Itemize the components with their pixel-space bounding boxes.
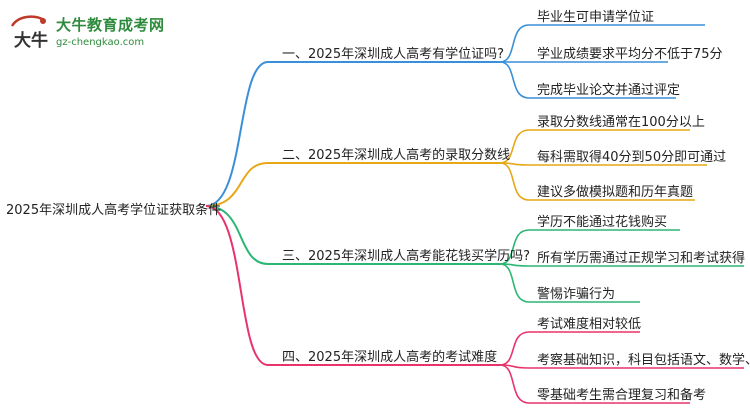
root-to-branch-connector [205, 205, 269, 265]
branch-label: 一、2025年深圳成人高考有学位证吗? [282, 47, 504, 62]
branch-to-leaf-connector [499, 24, 530, 63]
leaf-label: 毕业生可申请学位证 [537, 10, 655, 25]
root-to-branch-connector [205, 61, 269, 207]
leaf-label: 学业成绩要求平均分不低于75分 [537, 47, 723, 62]
root-to-branch-connector [205, 205, 269, 366]
bull-logo-icon: 大牛 [10, 15, 48, 51]
logo-url: gz-chengkao.com [56, 37, 145, 48]
leaf-label: 完成毕业论文并通过评定 [537, 83, 681, 98]
branch-to-leaf-connector [499, 61, 530, 99]
root-to-branch-connector [205, 162, 269, 207]
mindmap-root: 2025年深圳成人高考学位证获取条件 [6, 203, 222, 218]
branch-label: 二、2025年深圳成人高考的录取分数线 [282, 148, 511, 163]
leaf-label: 考试难度相对较低 [537, 317, 642, 332]
branch-label: 三、2025年深圳成人高考能花钱买学历吗? [282, 249, 530, 264]
leaf-label: 学历不能通过花钱购买 [537, 215, 668, 230]
logo-title: 大牛教育成考网 [56, 16, 165, 34]
leaf-label: 录取分数线通常在100分以上 [537, 115, 705, 130]
branch-to-leaf-connector [499, 364, 530, 404]
branch-to-leaf-connector [499, 229, 530, 265]
logo-mark-text: 大牛 [14, 30, 48, 51]
branch-to-leaf-connector [499, 263, 530, 303]
leaf-label: 零基础考生需合理复习和备考 [537, 388, 707, 403]
leaf-label: 所有学历需通过正规学习和考试获得 [537, 251, 746, 266]
leaf-label: 警惕诈骗行为 [537, 287, 616, 302]
branch-to-leaf-connector [499, 129, 530, 164]
leaf-label: 每科需取得40分到50分即可通过 [537, 150, 727, 165]
branch-to-leaf-connector [499, 162, 530, 201]
site-logo[interactable]: 大牛 大牛教育成考网 gz-chengkao.com [8, 12, 180, 58]
branch-label: 四、2025年深圳成人高考的考试难度 [282, 350, 498, 365]
branch-to-leaf-connector [499, 331, 530, 366]
leaf-label: 建议多做模拟题和历年真题 [537, 185, 694, 200]
leaf-label: 考察基础知识，科目包括语文、数学、英语 [537, 353, 750, 368]
